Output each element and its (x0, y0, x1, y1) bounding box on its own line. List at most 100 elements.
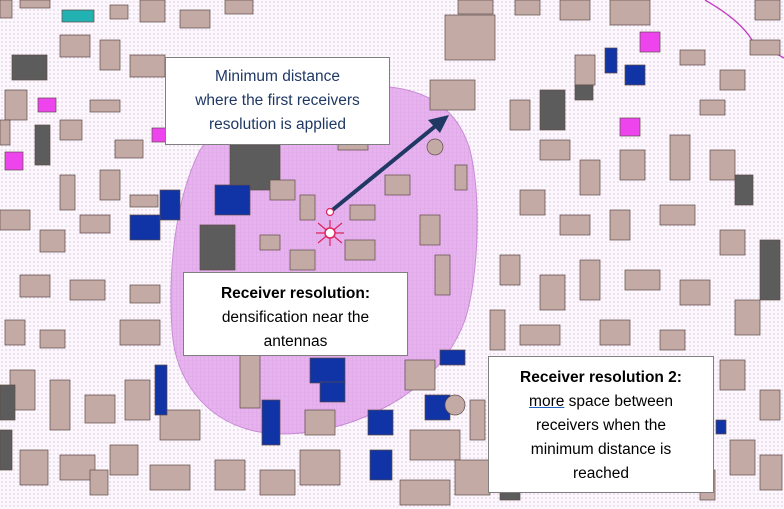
building (759, 239, 781, 301)
building (499, 254, 521, 286)
building (37, 97, 57, 113)
building (19, 274, 51, 298)
building (299, 449, 341, 486)
building (0, 119, 11, 146)
building (439, 349, 466, 366)
building (699, 99, 726, 116)
callout-line: reached (572, 465, 629, 482)
building (444, 14, 496, 61)
building (109, 4, 129, 20)
building (429, 79, 476, 111)
building (59, 454, 96, 481)
building (89, 99, 121, 113)
callout-line: where the first receivers (195, 92, 360, 109)
building (59, 174, 76, 211)
building (579, 259, 601, 301)
building (404, 359, 436, 391)
building (39, 329, 66, 349)
building (624, 64, 646, 86)
building (114, 139, 144, 159)
building (344, 239, 376, 261)
callout-line: minimum distance is (530, 441, 672, 458)
building (69, 279, 106, 301)
underlined-word: more (529, 393, 565, 410)
building (129, 214, 161, 241)
callout-title: Receiver resolution 2: (520, 369, 682, 386)
building (599, 319, 631, 346)
building (89, 469, 109, 496)
building (539, 89, 566, 131)
building (0, 209, 31, 231)
callout-text: space between (564, 393, 673, 410)
building (154, 364, 168, 416)
building (309, 357, 346, 384)
building (4, 89, 28, 121)
building (384, 174, 411, 196)
building (4, 151, 24, 171)
building (539, 139, 571, 161)
building (214, 184, 251, 216)
building (149, 464, 191, 491)
building (214, 459, 246, 491)
building (59, 119, 83, 141)
building (61, 9, 95, 23)
building (559, 214, 591, 236)
building (434, 254, 451, 296)
building (299, 194, 316, 221)
building (59, 34, 91, 58)
building (129, 54, 166, 78)
building (454, 459, 491, 496)
building (409, 429, 461, 461)
building (129, 194, 159, 208)
building (11, 54, 48, 81)
building (489, 309, 506, 351)
building (719, 229, 746, 256)
building (709, 149, 736, 181)
building (604, 47, 618, 74)
building (574, 84, 594, 101)
building (19, 0, 51, 9)
antenna-icon (316, 207, 344, 246)
building (469, 399, 486, 441)
building (259, 234, 281, 251)
building (669, 134, 691, 181)
building (729, 439, 756, 476)
building (574, 54, 596, 86)
callout-line: more space between (489, 390, 713, 414)
building (579, 159, 601, 196)
callout-title: Receiver resolution: (220, 285, 371, 302)
building (159, 189, 181, 221)
building (609, 209, 631, 241)
building (0, 0, 13, 19)
building (419, 214, 441, 246)
building (39, 229, 66, 253)
building (199, 224, 236, 271)
building (289, 249, 316, 271)
building (179, 9, 211, 29)
building (349, 204, 376, 221)
building (399, 479, 451, 506)
callout-line: densification near the (221, 309, 370, 326)
building (124, 379, 151, 421)
building (319, 381, 346, 403)
min-distance-callout: Minimum distance where the first receive… (165, 57, 390, 145)
building (0, 429, 13, 471)
building (679, 49, 706, 66)
building (759, 389, 781, 421)
arrow-head (428, 115, 449, 133)
building (34, 124, 51, 166)
building (749, 39, 781, 56)
building (624, 269, 661, 291)
building (639, 31, 661, 53)
building (659, 329, 686, 351)
building (539, 274, 566, 311)
building (715, 419, 727, 435)
building (559, 0, 591, 21)
building (259, 469, 296, 496)
building (734, 174, 754, 206)
callout-line: receivers when the (535, 417, 667, 434)
building (454, 164, 468, 191)
building (304, 409, 336, 436)
building (4, 319, 26, 346)
building (151, 127, 167, 143)
